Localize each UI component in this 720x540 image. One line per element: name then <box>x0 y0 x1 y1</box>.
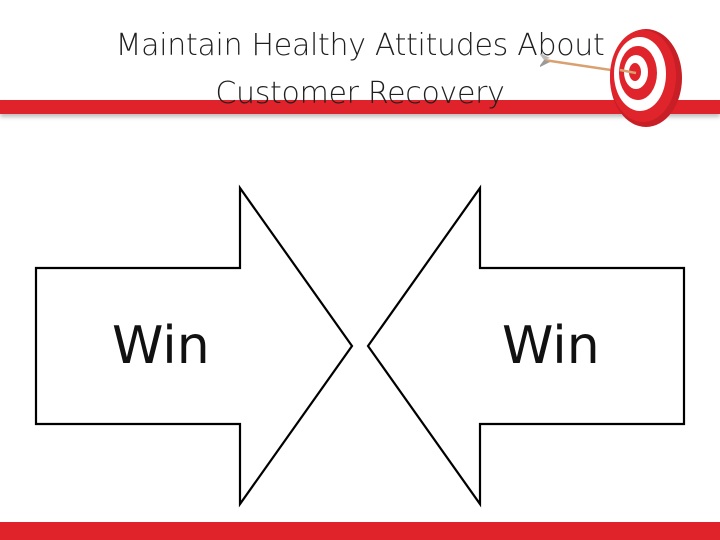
bottom-accent-bar <box>0 522 720 540</box>
title-line-1: Maintain Healthy Attitudes About <box>115 28 605 63</box>
right-arrow-label: Win <box>502 316 600 376</box>
right-pointing-arrow <box>34 184 354 508</box>
left-arrow-label: Win <box>112 316 210 376</box>
target-with-arrow-icon <box>540 29 682 127</box>
page-title: Maintain Healthy Attitudes About Custome… <box>60 22 660 118</box>
top-accent-bar <box>0 100 720 114</box>
title-line-2: Customer Recovery <box>215 76 505 111</box>
dart-tip <box>619 68 637 75</box>
left-pointing-arrow <box>366 184 686 508</box>
dart-fletching <box>540 53 550 60</box>
dart-fletching-lower <box>540 60 550 67</box>
